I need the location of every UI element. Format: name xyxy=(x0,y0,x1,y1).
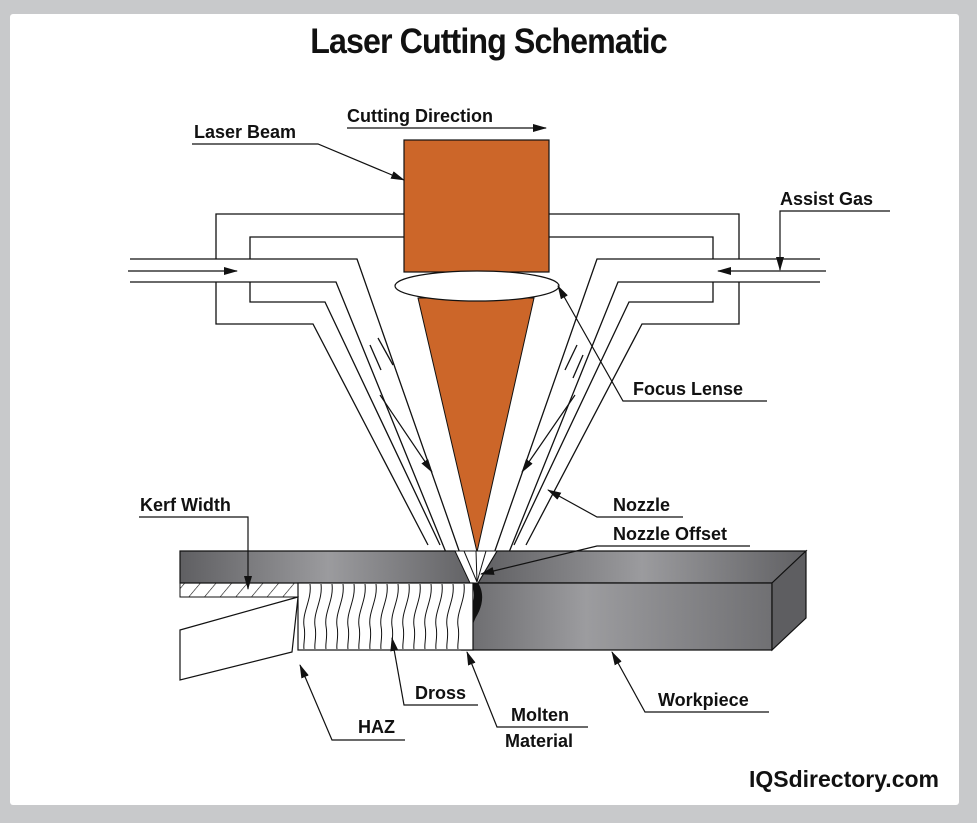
striation-line xyxy=(402,583,410,650)
label-haz: HAZ xyxy=(299,664,405,741)
label-dross: Dross xyxy=(390,637,478,706)
label-cutting-direction: Cutting Direction xyxy=(347,106,547,132)
nozzle-left-wall xyxy=(130,213,471,583)
striation-line xyxy=(413,583,421,650)
label-nozzle: Nozzle xyxy=(547,489,683,518)
label-nozzle-offset: Nozzle Offset xyxy=(480,524,750,575)
svg-text:Kerf Width: Kerf Width xyxy=(140,495,231,515)
striation-line xyxy=(303,583,311,650)
label-workpiece: Workpiece xyxy=(611,651,769,713)
svg-text:Workpiece: Workpiece xyxy=(658,690,749,710)
striation-line xyxy=(380,583,388,650)
svg-text:HAZ: HAZ xyxy=(358,717,395,737)
striation-line xyxy=(325,583,333,650)
svg-text:Focus Lense: Focus Lense xyxy=(633,379,743,399)
diagram-title: Laser Cutting Schematic xyxy=(310,22,667,61)
svg-text:Nozzle: Nozzle xyxy=(613,495,670,515)
svg-text:Cutting Direction: Cutting Direction xyxy=(347,106,493,126)
workpiece-top-right xyxy=(476,550,808,584)
gas-flow-arrow-left xyxy=(379,394,433,473)
gas-flow-arrow-right xyxy=(521,394,576,473)
cut-piece xyxy=(179,596,299,681)
label-kerf-width: Kerf Width xyxy=(139,495,252,590)
striation-line xyxy=(358,583,366,650)
label-laser-beam: Laser Beam xyxy=(192,122,405,181)
kerf-width-hatch xyxy=(179,582,299,598)
svg-text:Molten: Molten xyxy=(511,705,569,725)
workpiece-front xyxy=(461,582,773,651)
striation-line xyxy=(336,583,344,650)
svg-text:Nozzle Offset: Nozzle Offset xyxy=(613,524,727,544)
label-focus-lense: Focus Lense xyxy=(557,285,767,402)
dross-striations xyxy=(303,583,465,650)
label-assist-gas: Assist Gas xyxy=(776,189,890,271)
svg-text:Dross: Dross xyxy=(415,683,466,703)
striation-line xyxy=(457,583,465,650)
workpiece-side xyxy=(771,549,807,652)
haz-zone xyxy=(297,582,474,651)
striation-line xyxy=(347,583,355,650)
svg-text:Assist Gas: Assist Gas xyxy=(780,189,873,209)
nozzle-right-wall xyxy=(483,213,820,583)
striation-line xyxy=(435,583,443,650)
svg-text:Material: Material xyxy=(505,731,573,751)
svg-text:Laser Beam: Laser Beam xyxy=(194,122,296,142)
striation-line xyxy=(446,583,454,650)
workpiece-top-left xyxy=(179,550,479,584)
focus-lens xyxy=(394,270,560,302)
laser-beam-cone xyxy=(417,297,535,553)
brand-logo-text: IQSdirectory.com xyxy=(748,766,939,792)
striation-line xyxy=(314,583,322,650)
striation-line xyxy=(369,583,377,650)
striation-line xyxy=(424,583,432,650)
laser-source xyxy=(403,139,550,273)
label-molten-material: Molten Material xyxy=(466,651,588,751)
kerf-lines xyxy=(463,550,487,583)
